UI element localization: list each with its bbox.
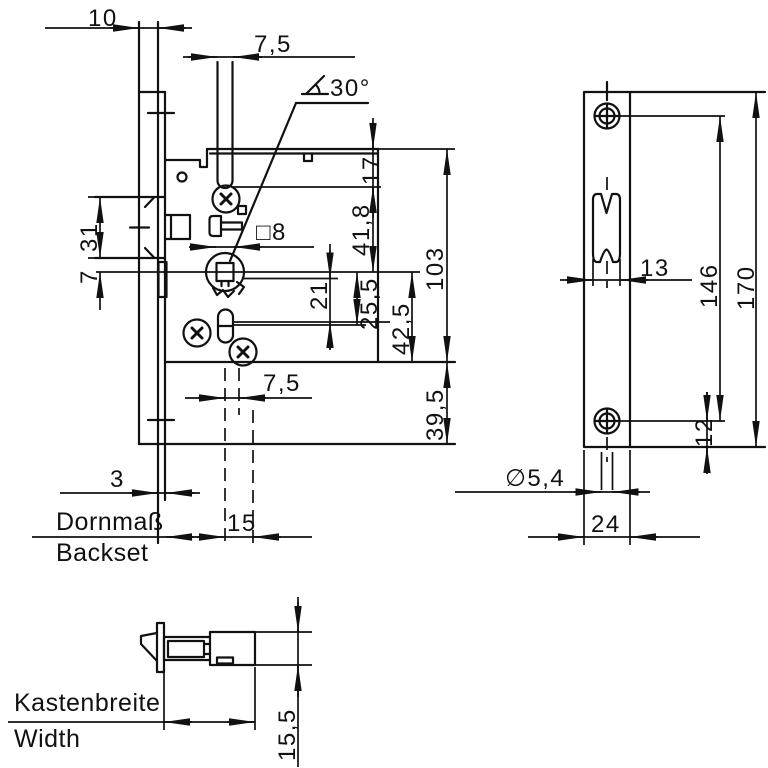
dim-146: 146 xyxy=(696,263,723,308)
dim-24: 24 xyxy=(591,511,621,538)
auxiliary-bolt xyxy=(157,260,168,299)
bottom-dimensions xyxy=(8,597,312,767)
side-screw xyxy=(208,214,244,238)
dim-10: 10 xyxy=(88,5,118,32)
dim-170: 170 xyxy=(733,265,760,310)
dim-17: 17 xyxy=(358,155,385,185)
dim-7-5-bottom: 7,5 xyxy=(263,370,301,397)
dim-angle-30: 30° xyxy=(330,75,371,102)
screw-cross-icon xyxy=(219,192,233,206)
dim-dia-5-4: ∅5,4 xyxy=(505,465,565,492)
dim-square-8: □8 xyxy=(256,219,287,246)
dim-103: 103 xyxy=(422,246,449,291)
screw-cross-icon xyxy=(190,326,204,340)
main-centerlines xyxy=(224,368,254,545)
dim-12: 12 xyxy=(691,417,718,447)
dim-39-5: 39,5 xyxy=(422,388,449,441)
angle-icon xyxy=(300,74,330,96)
dim-25-5: 25,5 xyxy=(356,277,383,330)
follower-square-hole xyxy=(215,261,235,288)
backset-label-de: Dornmaß xyxy=(56,508,164,536)
screw-cross-icon xyxy=(236,345,250,359)
dim-13: 13 xyxy=(640,255,670,282)
dim-7: 7 xyxy=(76,269,103,284)
dim-41-8: 41,8 xyxy=(348,203,375,256)
screw-crosshair-top xyxy=(593,80,621,130)
plate-center-slot xyxy=(591,192,622,264)
bottom-view-case-width: Kastenbreite Width 15,5 xyxy=(8,597,312,767)
plate-dimensions xyxy=(455,92,760,545)
dim-42-5: 42,5 xyxy=(388,302,415,355)
width-label-de: Kastenbreite xyxy=(14,689,160,717)
dim-15-5: 15,5 xyxy=(274,708,301,761)
screw-left xyxy=(182,318,212,348)
screw-top xyxy=(211,184,241,214)
oval-slot xyxy=(216,308,235,344)
case-top-notch xyxy=(302,152,314,163)
latch-bevel-marks xyxy=(143,196,156,259)
dim-15: 15 xyxy=(227,510,257,537)
latch-tail xyxy=(163,213,192,241)
case-inner-detail xyxy=(166,639,212,659)
follower-spring-clip xyxy=(211,280,246,299)
dim-31: 31 xyxy=(76,222,103,252)
latch-bolt-section xyxy=(139,631,159,663)
plate-outline xyxy=(582,90,767,449)
case-top-edge xyxy=(205,147,380,155)
case-bottom-tab xyxy=(215,656,235,665)
screw-crosshair-bottom xyxy=(593,407,621,435)
top-slot xyxy=(216,60,234,190)
angle-leader-line xyxy=(228,101,370,263)
width-label-en: Width xyxy=(14,725,80,753)
faceplate-front-view: 13 ∅5,4 24 146 170 12 xyxy=(455,80,767,545)
main-view-lock-body: 10 7,5 30° □8 7,5 3 Dornmaß Backset 15 3… xyxy=(32,5,457,567)
dim-21: 21 xyxy=(306,280,333,310)
backset-label-en: Backset xyxy=(56,539,148,567)
case-top-left-edge xyxy=(163,147,209,169)
small-square-hole xyxy=(236,204,248,216)
screw-bottom xyxy=(228,337,258,367)
pin-hole xyxy=(176,171,188,183)
dim-7-5-top: 7,5 xyxy=(254,31,292,58)
case-section-outline xyxy=(162,630,257,667)
dim-3: 3 xyxy=(110,466,125,493)
main-dimensions xyxy=(32,24,455,541)
centerline-ticks xyxy=(128,111,176,422)
